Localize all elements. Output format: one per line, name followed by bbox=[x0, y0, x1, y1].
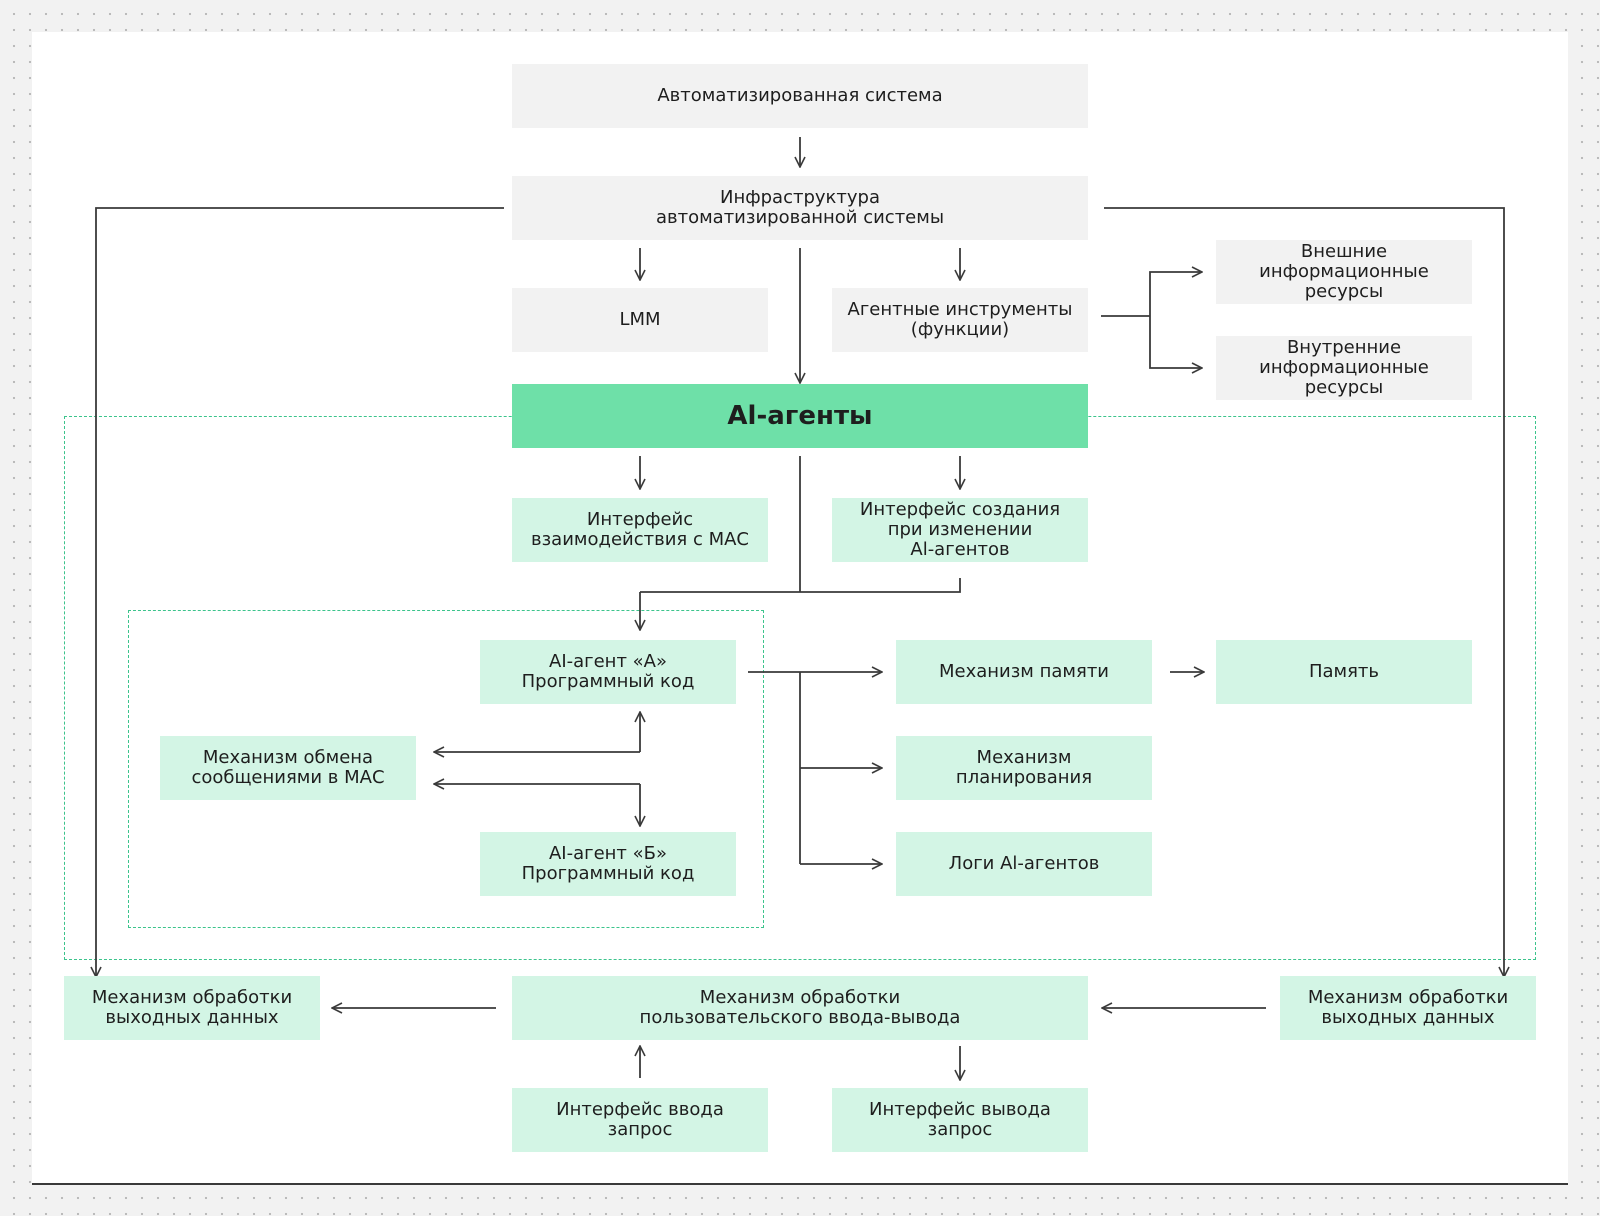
node-label: AI-агент «Б»Программный код bbox=[522, 844, 695, 884]
agent-a-node: AI-агент «А»Программный код bbox=[480, 640, 736, 704]
agent-b-node: AI-агент «Б»Программный код bbox=[480, 832, 736, 896]
node-label-line: Логи Al-агентов bbox=[948, 853, 1100, 874]
node-label-line: Механизм bbox=[976, 747, 1072, 768]
node-label: Логи Al-агентов bbox=[949, 854, 1100, 874]
lmm-node: LMM bbox=[512, 288, 768, 352]
node-label-line: Интерфейс bbox=[586, 509, 694, 530]
node-label-line: Интерфейс вывода bbox=[869, 1099, 1051, 1120]
node-label-line: при изменении bbox=[887, 519, 1033, 540]
node-label-line: Программный код bbox=[521, 671, 695, 692]
node-label: Автоматизированная система bbox=[657, 86, 942, 106]
node-label-line: (функции) bbox=[910, 319, 1010, 340]
node-label-line: Механизм обработки bbox=[91, 987, 293, 1008]
node-label: Агентные инструменты(функции) bbox=[848, 300, 1073, 340]
node-label-line: AI-агент «Б» bbox=[548, 843, 668, 864]
node-label-line: автоматизированной системы bbox=[655, 207, 945, 228]
edge-infra-output-left bbox=[96, 207, 504, 977]
memory-node: Память bbox=[1216, 640, 1472, 704]
node-label-line: LMM bbox=[619, 309, 661, 330]
node-label-line: взаимодействия с МАС bbox=[531, 529, 749, 550]
node-label-line: планирования bbox=[955, 767, 1093, 788]
edge-tools-external bbox=[1149, 272, 1202, 316]
edge-tools-internal bbox=[1149, 316, 1202, 368]
node-label-line: выходных данных bbox=[105, 1007, 279, 1028]
node-label-line: ресурсы bbox=[1304, 281, 1384, 302]
node-label: Память bbox=[1309, 662, 1379, 682]
node-label-line: Внешние bbox=[1300, 241, 1388, 262]
node-label: LMM bbox=[619, 310, 660, 330]
node-label-line: Механизм обработки bbox=[1307, 987, 1509, 1008]
node-label-line: информационные bbox=[1259, 357, 1429, 378]
logs-node: Логи Al-агентов bbox=[896, 832, 1152, 896]
node-label: Al-агенты bbox=[727, 401, 873, 431]
node-label-line: пользовательского ввода-вывода bbox=[639, 1007, 961, 1028]
node-label-line: запрос bbox=[607, 1119, 673, 1140]
node-label-line: Al-агенты bbox=[727, 401, 873, 431]
node-label-line: Механизм обработки bbox=[699, 987, 901, 1008]
bottom-divider bbox=[32, 1183, 1568, 1185]
node-label-line: Интерфейс создания bbox=[859, 499, 1061, 520]
node-label-line: Агентные инструменты bbox=[847, 299, 1073, 320]
node-label-line: AI-агент «А» bbox=[549, 651, 667, 672]
node-label-line: Механизм обмена bbox=[202, 747, 374, 768]
node-label-line: Механизм памяти bbox=[938, 661, 1109, 682]
node-label-line: Программный код bbox=[521, 863, 695, 884]
node-label-line: Интерфейс ввода bbox=[556, 1099, 724, 1120]
node-label: AI-агент «А»Программный код bbox=[522, 652, 695, 692]
automated-system-node: Автоматизированная система bbox=[512, 64, 1088, 128]
node-label-line: запрос bbox=[927, 1119, 993, 1140]
agent-tools-node: Агентные инструменты(функции) bbox=[832, 288, 1088, 352]
node-label-line: Инфраструктура bbox=[719, 187, 880, 208]
node-label-line: Память bbox=[1308, 661, 1380, 682]
node-label: Механизм памяти bbox=[939, 662, 1109, 682]
ai-agents-node: Al-агенты bbox=[512, 384, 1088, 448]
node-label-line: Внутренние bbox=[1286, 337, 1402, 358]
node-label-line: Автоматизированная система bbox=[657, 85, 943, 106]
edge-infra-output-right bbox=[1104, 207, 1504, 977]
node-label-line: информационные bbox=[1259, 261, 1429, 282]
edge-create-join bbox=[640, 578, 961, 593]
mas-zone bbox=[128, 610, 764, 928]
node-label-line: Al-агентов bbox=[910, 539, 1010, 560]
node-label-line: выходных данных bbox=[1321, 1007, 1495, 1028]
memory-mechanism-node: Механизм памяти bbox=[896, 640, 1152, 704]
node-label-line: сообщениями в МАС bbox=[191, 767, 385, 788]
node-label-line: ресурсы bbox=[1304, 377, 1384, 398]
